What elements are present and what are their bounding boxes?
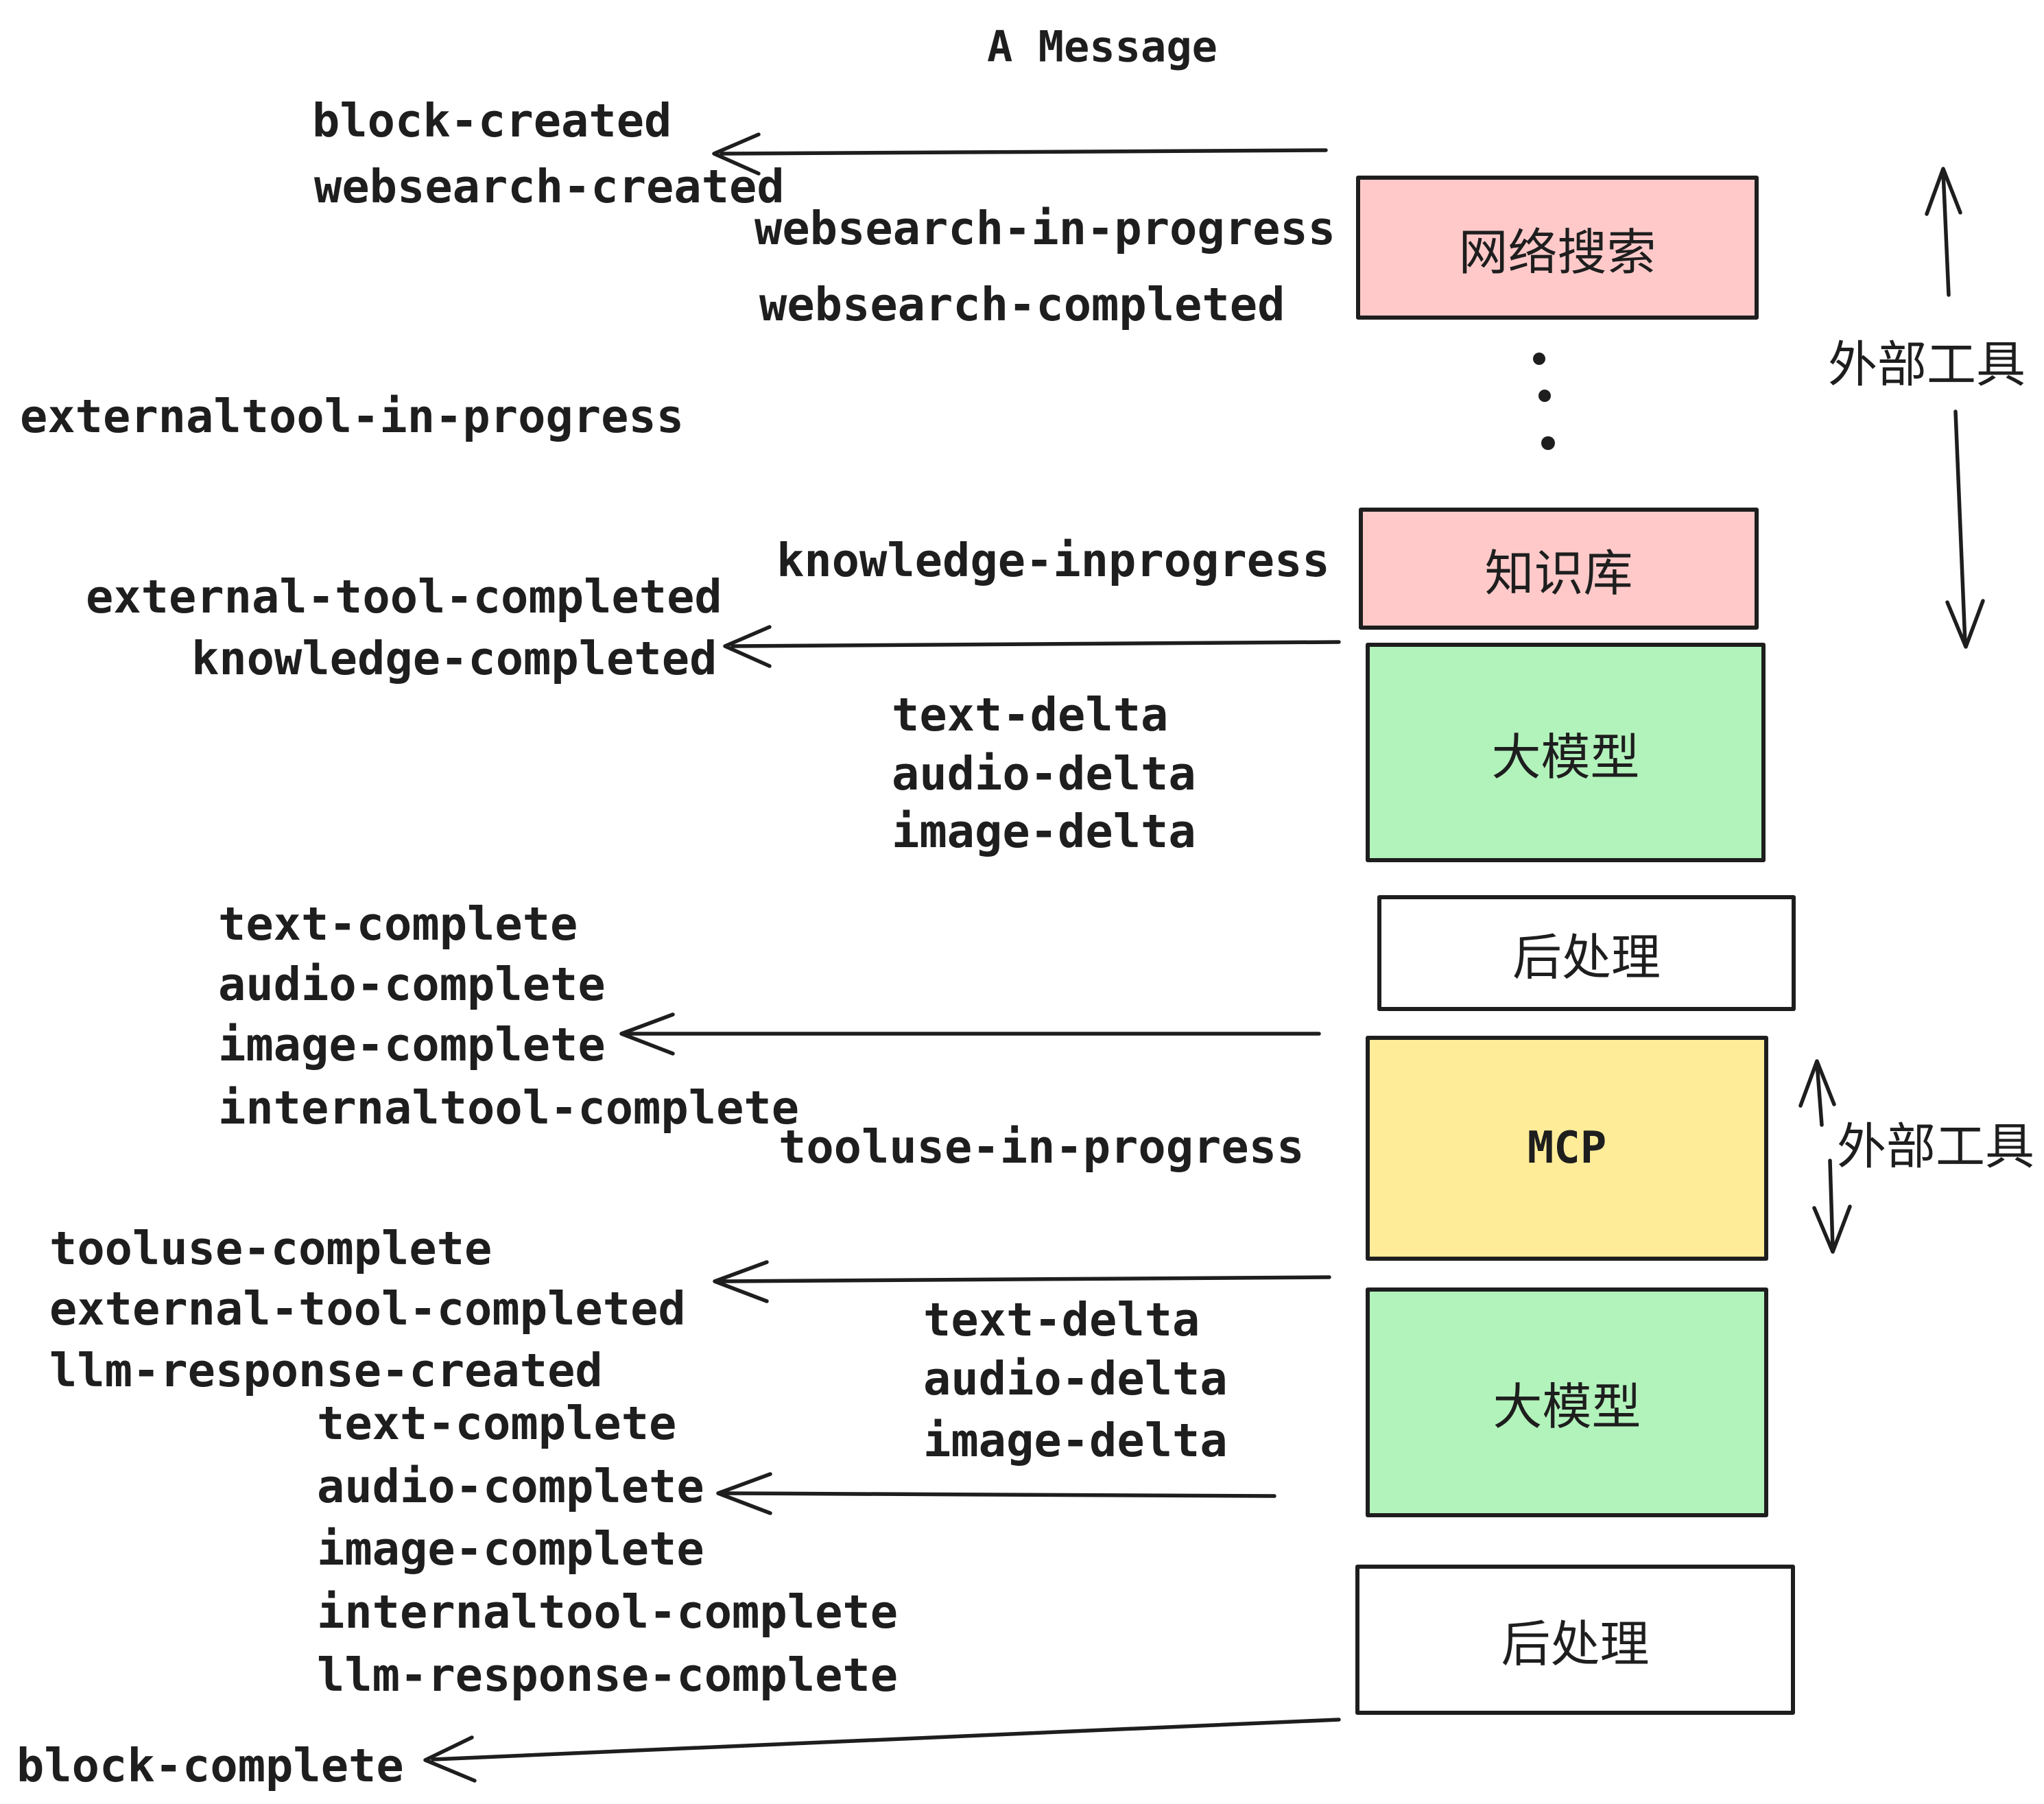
box-llm-2: 大模型	[1366, 1287, 1768, 1517]
event-block-created: block-created	[312, 94, 672, 147]
box-postprocess-2-label: 后处理	[1501, 1617, 1650, 1672]
event-tooluse-complete: tooluse-complete	[49, 1222, 492, 1275]
event-internaltool-complete: internaltool-complete	[218, 1081, 800, 1135]
event-audio-delta-2: audio-delta	[923, 1352, 1228, 1405]
event-audio-complete-2: audio-complete	[317, 1460, 704, 1513]
arrow-to-knowledge-completed	[723, 625, 1341, 668]
box-knowledge-base: 知识库	[1359, 508, 1759, 630]
box-llm-1: 大模型	[1366, 643, 1766, 862]
event-block-complete: block-complete	[16, 1739, 404, 1792]
box-mcp-label: MCP	[1527, 1123, 1607, 1174]
box-knowledge-base-label: 知识库	[1484, 546, 1633, 602]
external-tools-label-mcp: 外部工具	[1837, 1119, 2035, 1175]
event-llm-response-created: llm-response-created	[49, 1344, 603, 1397]
event-knowledge-inprogress: knowledge-inprogress	[776, 534, 1330, 587]
event-text-delta-2: text-delta	[923, 1293, 1200, 1346]
event-audio-complete: audio-complete	[218, 958, 606, 1011]
box-postprocess-1-label: 后处理	[1512, 931, 1661, 986]
event-text-complete: text-complete	[218, 897, 578, 951]
arrow-to-block-complete	[423, 1718, 1341, 1783]
event-audio-delta: audio-delta	[892, 747, 1196, 800]
external-tools-range-arrow-top	[1925, 167, 1985, 649]
box-websearch-label: 网络搜索	[1458, 225, 1656, 281]
event-image-delta: image-delta	[892, 805, 1196, 858]
arrow-to-audio-complete	[716, 1472, 1276, 1515]
box-postprocess-2: 后处理	[1355, 1565, 1795, 1715]
event-external-tool-completed: external-tool-completed	[86, 570, 722, 624]
event-websearch-completed: websearch-completed	[759, 278, 1285, 331]
event-image-complete: image-complete	[218, 1018, 606, 1071]
event-knowledge-completed: knowledge-completed	[191, 632, 717, 685]
box-postprocess-1: 后处理	[1377, 895, 1796, 1011]
event-external-tool-completed-2: external-tool-completed	[49, 1282, 686, 1336]
event-llm-response-complete: llm-response-complete	[317, 1648, 899, 1702]
box-websearch: 网络搜索	[1356, 176, 1759, 320]
event-websearch-created: websearch-created	[314, 160, 785, 213]
event-image-delta-2: image-delta	[923, 1414, 1228, 1467]
event-tooluse-in-progress: tooluse-in-progress	[779, 1120, 1305, 1174]
arrow-to-image-complete	[619, 1012, 1321, 1056]
diagram-title: A Message	[987, 21, 1217, 72]
box-mcp: MCP	[1366, 1036, 1768, 1261]
box-llm-1-label: 大模型	[1491, 730, 1640, 785]
ellipsis-dots	[1533, 353, 1555, 450]
external-tools-label-top: 外部工具	[1828, 337, 2026, 393]
event-externaltool-in-progress: externaltool-in-progress	[20, 390, 685, 443]
event-websearch-in-progress: websearch-in-progress	[754, 202, 1336, 255]
box-llm-2-label: 大模型	[1493, 1380, 1641, 1435]
arrow-to-block-created	[712, 132, 1328, 176]
event-text-complete-2: text-complete	[317, 1397, 677, 1450]
event-image-complete-2: image-complete	[317, 1522, 704, 1576]
event-text-delta: text-delta	[892, 688, 1169, 741]
event-internaltool-complete-2: internaltool-complete	[317, 1585, 899, 1639]
